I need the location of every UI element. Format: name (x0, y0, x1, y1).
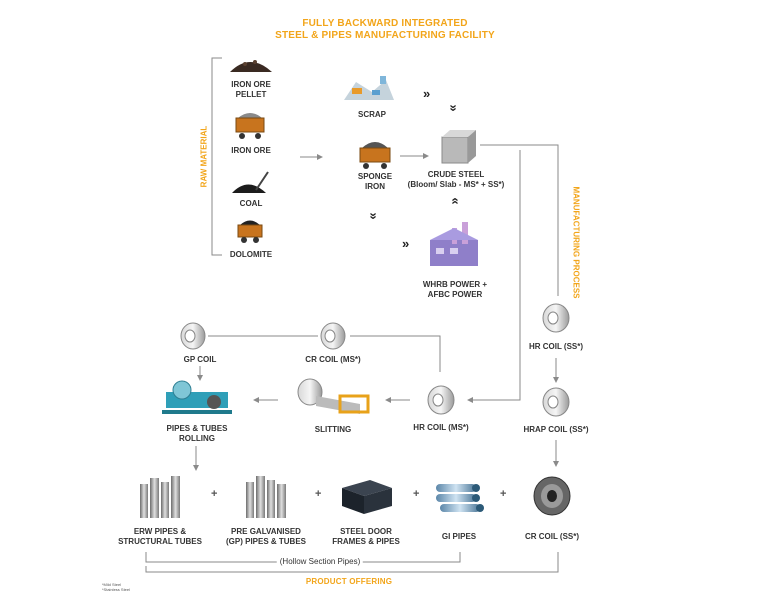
raw-material-label-iron-ore: IRON ORE (231, 146, 271, 155)
steel-door-frames-icon (342, 480, 392, 514)
raw-material-label-coal: COAL (239, 199, 263, 208)
chevron-right-icon: » (423, 86, 430, 101)
product-label-cr-coil-ss: CR COIL (SS*) (524, 532, 580, 541)
gi-pipes-icon (436, 484, 484, 512)
product-offering-bracket (145, 552, 559, 573)
cr-coil-ss-icon (533, 476, 571, 516)
rolling-machine-icon (162, 380, 232, 414)
product-offering-label: PRODUCT OFFERING (305, 577, 393, 586)
plus-sign: + (211, 488, 218, 500)
chevron-right-icon: » (402, 236, 409, 251)
sponge-iron-cart-icon (359, 142, 391, 169)
coal-icon (232, 171, 269, 193)
product-label-gp: PRE GALVANISED(GP) PIPES & TUBES (225, 527, 307, 546)
hr-coil-ms-label: HR COIL (MS*) (413, 423, 469, 432)
raw-material-bracket (211, 57, 222, 256)
slitting-machine-icon (297, 378, 370, 414)
chevron-up-icon: » (446, 200, 462, 205)
cr-coil-ms-label: CR COIL (MS*) (305, 355, 361, 364)
erw-pipes-icon (140, 476, 180, 518)
gp-coil-label: GP COIL (183, 355, 217, 364)
product-label-erw: ERW PIPES &STRUCTURAL TUBES (118, 527, 202, 546)
power-label: WHRB POWER +AFBC POWER (422, 280, 488, 299)
plus-sign: + (413, 488, 420, 500)
plus-sign: + (315, 488, 322, 500)
scrap-icon (344, 76, 394, 100)
crude-to-hr-ms-line (467, 150, 521, 403)
iron-ore-cart-icon (235, 113, 265, 139)
manufacturing-process-label: MANUFACTURING PROCESS (571, 186, 581, 299)
coil-graphics (180, 303, 570, 417)
scrap-label: SCRAP (357, 110, 387, 119)
raw-material-label-dolomite: DOLOMITE (229, 250, 273, 259)
cr-to-gp-line (350, 335, 441, 372)
raw-material-label: RAW MATERIAL (199, 125, 209, 188)
diagram-title-line2: STEEL & PIPES MANUFACTURING FACILITY (275, 30, 495, 41)
crude-steel-icon (441, 130, 476, 164)
chevron-down-icon: » (366, 212, 382, 217)
power-plant-icon (430, 222, 478, 266)
diagram-title-line1: FULLY BACKWARD INTEGRATED (302, 18, 468, 29)
chevron-down-icon: » (446, 104, 462, 109)
dolomite-cart-icon (237, 220, 263, 243)
footnote: *Mild Steel*Stainless Steel (102, 582, 131, 592)
crude-steel-label: CRUDE STEEL(Bloom/ Slab - MS* + SS*) (407, 170, 505, 189)
hollow-section-label: (Hollow Section Pipes) (276, 557, 364, 567)
manufacturing-line (480, 144, 559, 296)
iron-ore-pellet-icon (230, 60, 272, 72)
slitting-label: SLITTING (314, 425, 352, 434)
hrap-coil-ss-label: HRAP COIL (SS*) (523, 425, 589, 434)
gp-pipes-icon (246, 476, 286, 518)
plus-sign: + (500, 488, 507, 500)
product-label-gi-pipes: GI PIPES (441, 532, 477, 541)
hr-coil-ss-label: HR COIL (SS*) (528, 342, 584, 351)
